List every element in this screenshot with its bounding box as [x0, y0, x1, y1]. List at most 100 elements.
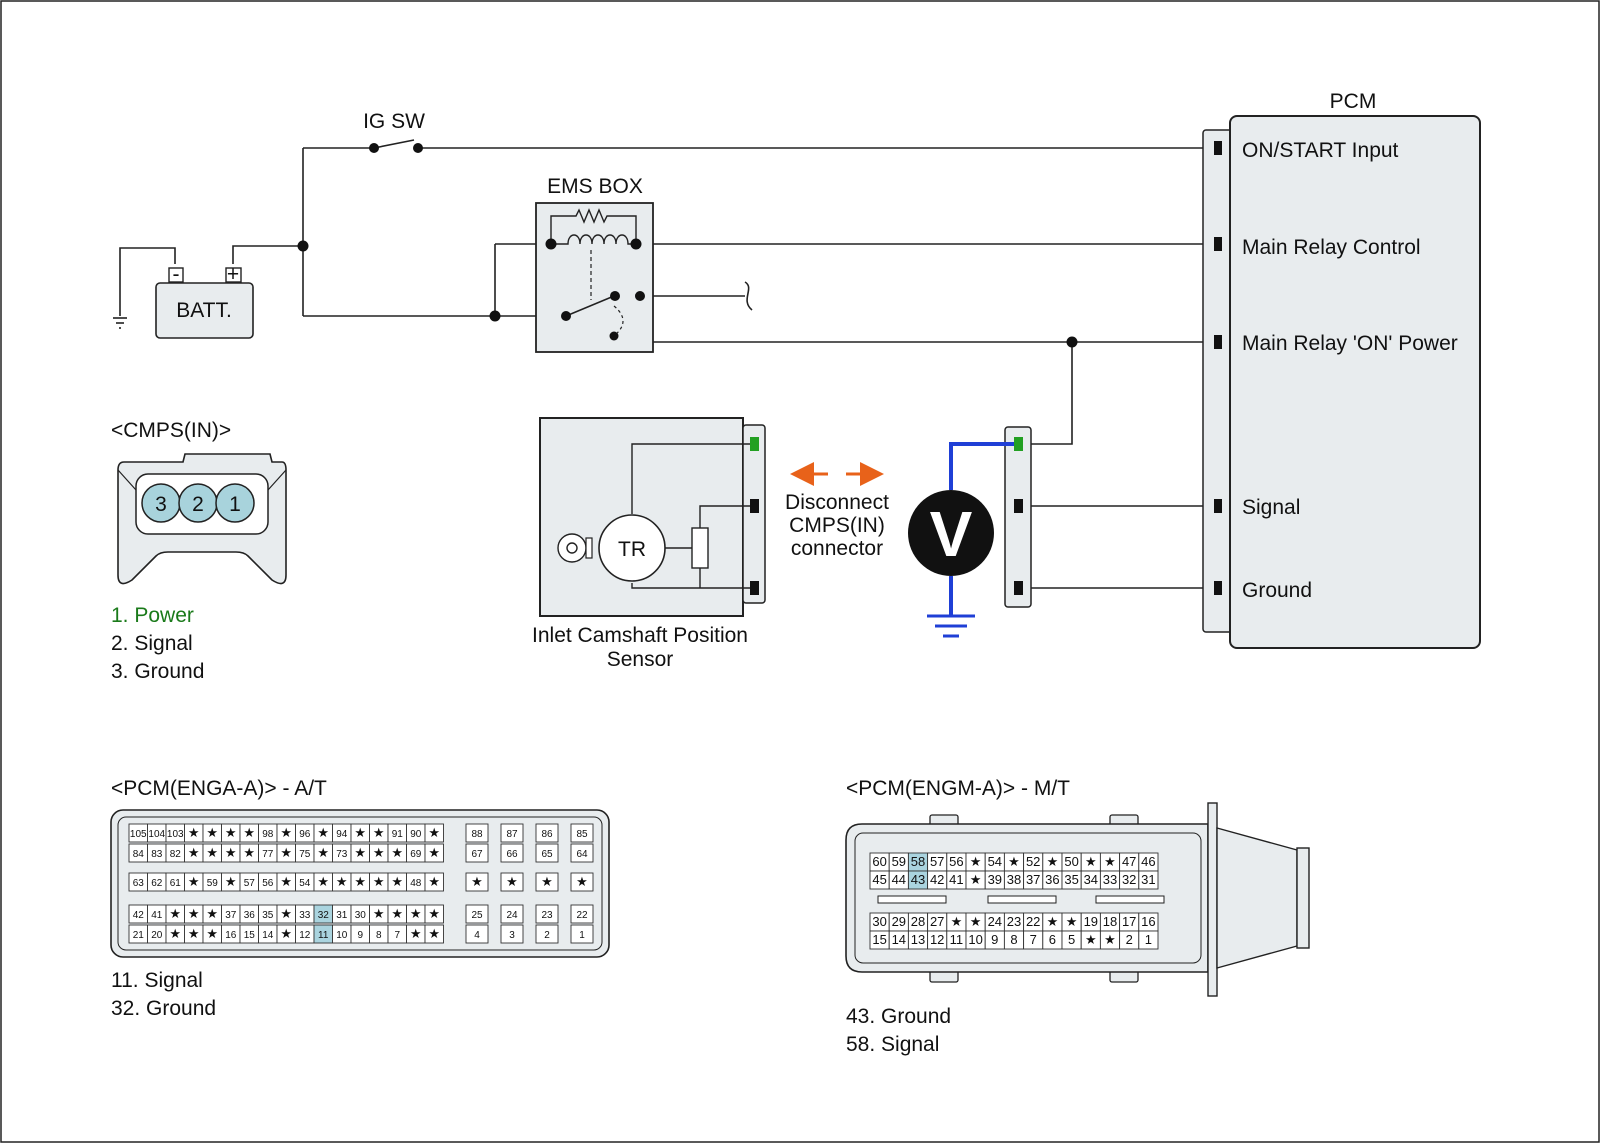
cmps-cavity-1: 1 [229, 493, 241, 516]
pcm-enga-side-pin: 64 [576, 849, 588, 860]
pcm-enga-pin: ★ [225, 845, 237, 860]
pcm-enga-pin: ★ [428, 874, 440, 889]
pcm-engm-pin: 37 [1026, 872, 1040, 887]
pcm-enga-pin: 9 [357, 930, 363, 941]
pcm-enga-side-pin-cell [465, 843, 489, 863]
pcm-title: PCM [1330, 90, 1377, 113]
pcm-enga-legend-ground: 32. Ground [111, 997, 216, 1020]
pcm-enga-pin: 96 [299, 829, 311, 840]
pcm-enga-pin: 54 [299, 878, 311, 889]
pcm-engm-pin: 2 [1126, 932, 1133, 947]
pcm-enga-side-pin-cell [570, 904, 594, 924]
pcm-engm-pin: 41 [949, 872, 963, 887]
pcm-engm-pin: 52 [1026, 854, 1040, 869]
pcm-enga-pin: ★ [188, 825, 200, 840]
pcm-enga-pin: ★ [317, 825, 329, 840]
pcm-enga-side-pin-cell [535, 924, 559, 944]
pcm-pin-on-start-input: ON/START Input [1242, 139, 1399, 162]
cmps-legend-signal: 2. Signal [111, 632, 193, 655]
pcm-enga-side-pin-cell [535, 904, 559, 924]
pcm-enga-pin: ★ [169, 926, 181, 941]
pcm-engm-pin: 24 [988, 914, 1002, 929]
pcm-engm-pin: ★ [970, 914, 982, 929]
pcm-engm-pin: 12 [930, 932, 944, 947]
pcm-enga-side-pin-cell [465, 924, 489, 944]
pcm-engm-pin: 34 [1084, 872, 1098, 887]
pcm-enga-pin: 105 [130, 829, 147, 840]
pcm-enga-side-pin: 86 [541, 829, 553, 840]
pcm-enga-side-pin: 22 [576, 910, 588, 921]
pcm-enga-pin: ★ [373, 825, 385, 840]
pcm-engm-pin: 56 [949, 854, 963, 869]
pcm-enga-pin: 57 [244, 878, 256, 889]
battery-label: BATT. [176, 299, 232, 322]
pcm-enga-pin: 15 [244, 930, 256, 941]
pcm-enga-pin: ★ [391, 906, 403, 921]
pcm-enga-side-pin-cell [465, 904, 489, 924]
pcm-enga-side-pin: ★ [541, 874, 553, 889]
pcm-engm-pin: 19 [1084, 914, 1098, 929]
pcm-engm-pin: 50 [1064, 854, 1078, 869]
pcm-engm-pin: 43 [911, 872, 925, 887]
pcm-enga-pin: ★ [354, 874, 366, 889]
pcm-enga-pin: 14 [262, 930, 274, 941]
battery-minus-sign: - [173, 263, 180, 286]
cmps-cavity-2: 2 [192, 493, 204, 516]
pcm-enga-pin: 56 [262, 878, 274, 889]
pcm-engm-pin: ★ [951, 914, 963, 929]
pcm-enga-side-pin: 23 [541, 910, 553, 921]
pcm-enga-pin: 59 [207, 878, 219, 889]
pcm-engm-pin: 39 [988, 872, 1002, 887]
pcm-enga-pin: ★ [391, 874, 403, 889]
pcm-enga-pin: 94 [336, 829, 348, 840]
pcm-enga-pin: ★ [410, 926, 422, 941]
pcm-engm-pin: 17 [1122, 914, 1136, 929]
sensor-caption-line1: Inlet Camshaft Position [532, 624, 748, 647]
pcm-enga-legend-signal: 11. Signal [111, 969, 203, 992]
pcm-engm-pin: 47 [1122, 854, 1136, 869]
pcm-enga-pin: ★ [354, 845, 366, 860]
pcm-enga-side-pin-cell [465, 872, 489, 892]
pcm-pin-main-relay-on-power: Main Relay 'ON' Power [1242, 332, 1458, 355]
pcm-enga-pin-cell [424, 924, 444, 944]
pcm-module: PCM ON/START Input Main Relay Control Ma… [1202, 90, 1481, 649]
pcm-enga-pin: ★ [354, 825, 366, 840]
pcm-enga-pin: ★ [225, 874, 237, 889]
pcm-enga-side-pin: 3 [509, 930, 515, 941]
pcm-engm-pin: 44 [892, 872, 906, 887]
pcm-enga-pin: 42 [133, 910, 145, 921]
pcm-enga-pin: 83 [151, 849, 163, 860]
pcm-enga-side-pin: 24 [506, 910, 518, 921]
pcm-enga-pin: ★ [206, 845, 218, 860]
pcm-enga-pin: 61 [170, 878, 182, 889]
pcm-enga-pin: 84 [133, 849, 145, 860]
pcm-enga-side-pin-cell [465, 823, 489, 843]
ems-box-label: EMS BOX [547, 175, 643, 198]
pcm-enga-pin: ★ [188, 926, 200, 941]
ems-box: EMS BOX [535, 175, 654, 353]
pcm-engm-pin: 28 [911, 914, 925, 929]
pcm-enga-title: <PCM(ENGA-A)> - A/T [111, 777, 327, 800]
pcm-enga-pin: ★ [410, 906, 422, 921]
pcm-enga-pin: 82 [170, 849, 182, 860]
pcm-engm-pin: 45 [872, 872, 886, 887]
pcm-enga-side-pin: ★ [506, 874, 518, 889]
pcm-enga-pin: ★ [391, 845, 403, 860]
pcm-enga-pin: 77 [262, 849, 274, 860]
pcm-enga-pin: 62 [151, 878, 163, 889]
pcm-enga-pin: ★ [428, 926, 440, 941]
pcm-enga-pin: 98 [262, 829, 274, 840]
pcm-engm-pin: 57 [930, 854, 944, 869]
pcm-enga-side-pin-cell [500, 843, 524, 863]
pcm-enga-pin: ★ [280, 926, 292, 941]
pcm-enga-pin: ★ [336, 874, 348, 889]
pcm-engm-pin: 13 [911, 932, 925, 947]
pcm-enga-side-pin: 66 [506, 849, 518, 860]
pcm-engm-pin: 33 [1103, 872, 1117, 887]
instruction-line2: CMPS(IN) [789, 514, 885, 537]
pcm-engm-pin-cell [1138, 870, 1159, 890]
pcm-engm-legend-ground: 43. Ground [846, 1005, 951, 1028]
cmps-connector: <CMPS(IN)> 3 2 1 [111, 419, 287, 585]
pcm-engm-pin: 38 [1007, 872, 1021, 887]
